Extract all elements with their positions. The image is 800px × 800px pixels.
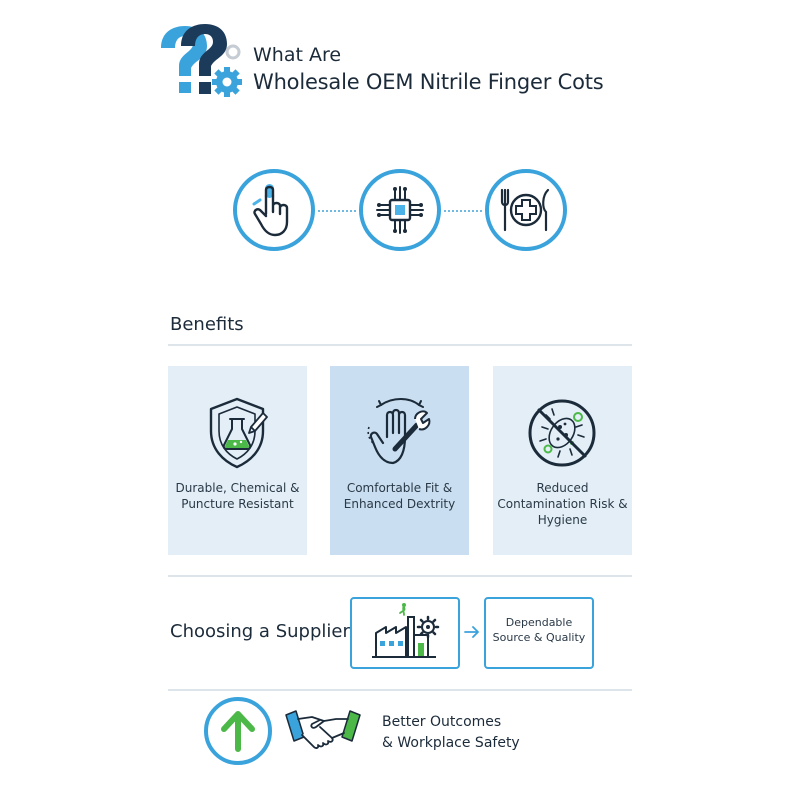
page-title: Wholesale OEM Nitrile Finger Cots — [253, 70, 604, 94]
connector-dotted-1 — [318, 210, 356, 212]
supplier-quality-box: Dependable Source & Quality — [484, 597, 594, 669]
hand-wrench-icon — [367, 398, 431, 465]
divider — [168, 575, 632, 577]
divider — [168, 344, 632, 346]
supplier-quality-label: Dependable Source & Quality — [492, 616, 586, 644]
benefit-card-label: Reduced Contamination Risk & Hygiene — [497, 481, 628, 527]
use-case-electronics — [359, 169, 441, 251]
benefit-card-hygiene: Reduced Contamination Risk & Hygiene — [493, 366, 632, 555]
use-case-food-medical — [485, 169, 567, 251]
title-line-1: What Are — [253, 44, 342, 66]
outcome-arrow-circle — [204, 697, 272, 765]
benefit-card-label: Durable, Chemical & Puncture Resistant — [175, 481, 300, 511]
benefit-card-comfort: Comfortable Fit & Enhanced Dextrity — [330, 366, 469, 555]
factory-gear-icon — [372, 603, 440, 658]
food-medical-icon — [500, 188, 550, 232]
use-case-finger-cot — [233, 169, 315, 251]
finger-cot-hand-icon — [252, 184, 289, 237]
benefit-card-label: Comfortable Fit & Enhanced Dextrity — [343, 481, 456, 511]
benefits-heading: Benefits — [170, 314, 244, 335]
connector-dotted-2 — [444, 210, 482, 212]
microchip-icon — [376, 186, 424, 234]
question-gear-icon — [161, 24, 242, 97]
outcome-line-1: Better Outcomes — [382, 714, 502, 730]
no-germs-icon — [528, 399, 596, 467]
shield-flask-icon — [209, 397, 268, 469]
arrow-up-icon — [221, 711, 255, 752]
handshake-icon — [285, 710, 361, 749]
arrow-right-icon — [464, 626, 479, 638]
supplier-heading: Choosing a Supplier — [170, 621, 350, 642]
divider — [168, 689, 632, 691]
header: What Are Wholesale OEM Nitrile Finger Co… — [155, 22, 625, 106]
benefit-card-durable: Durable, Chemical & Puncture Resistant — [168, 366, 307, 555]
supplier-factory-box — [350, 597, 460, 669]
outcome-line-2: & Workplace Safety — [382, 735, 520, 751]
